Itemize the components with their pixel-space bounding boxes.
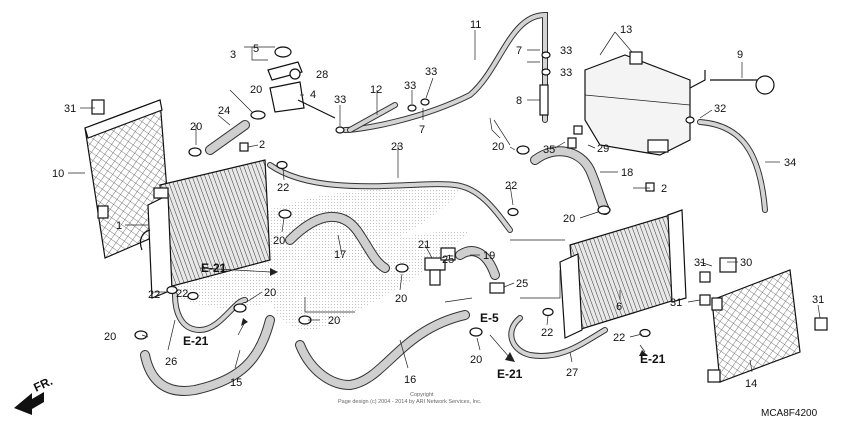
callout-20c: 20	[273, 235, 285, 247]
callout-22c: 22	[541, 327, 553, 339]
callout-20h: 20	[328, 315, 340, 327]
right-radiator-guard	[707, 269, 801, 383]
clamps	[134, 51, 828, 340]
callout-12: 12	[370, 84, 382, 96]
callout-21: 21	[418, 239, 430, 251]
reference-labels: E-21 E-21 E-5 E-21 E-21	[183, 261, 666, 381]
callout-31: 31	[64, 103, 76, 115]
callout-32: 32	[714, 103, 726, 115]
reference-arrows	[199, 267, 648, 362]
callout-33d: 33	[560, 45, 572, 57]
callout-24: 24	[218, 105, 230, 117]
callout-3: 3	[230, 49, 236, 61]
callout-25a: 25	[442, 254, 454, 266]
callout-2a: 2	[259, 139, 265, 151]
callout-5: 5	[253, 43, 259, 55]
callout-2b: 2	[661, 183, 667, 195]
callout-35: 35	[543, 144, 555, 156]
callout-27: 27	[566, 367, 578, 379]
left-radiator	[139, 159, 271, 299]
callout-7a: 7	[419, 124, 425, 136]
filler-neck-assembly	[267, 46, 336, 119]
callout-14: 14	[745, 378, 757, 390]
callout-15: 15	[230, 377, 242, 389]
ref-label-e5: E-5	[480, 311, 499, 325]
callout-20d: 20	[492, 141, 504, 153]
callout-22b: 22	[505, 180, 517, 192]
ref-label-e21a: E-21	[201, 261, 227, 275]
callout-22d: 22	[613, 332, 625, 344]
callout-6: 6	[616, 301, 622, 313]
callout-10: 10	[52, 168, 64, 180]
front-indicator-label: FR.	[31, 374, 54, 395]
ref-label-e21b: E-21	[183, 334, 209, 348]
ref-label-e21c: E-21	[497, 367, 523, 381]
callout-22e: 22	[148, 289, 160, 301]
callout-11: 11	[470, 19, 481, 31]
callout-29: 29	[597, 143, 609, 155]
callout-31c: 31	[670, 297, 682, 309]
callout-4: 4	[310, 89, 316, 101]
sensor-and-bolt	[539, 75, 775, 116]
callout-20g: 20	[470, 354, 482, 366]
callout-20j: 20	[264, 287, 276, 299]
fittings	[424, 247, 505, 294]
leader-lines	[68, 30, 821, 373]
callout-31b: 31	[694, 257, 706, 269]
callout-19: 19	[483, 250, 495, 262]
copyright-line1: Copyright	[410, 392, 434, 398]
callout-30: 30	[740, 257, 752, 269]
callout-22f: 22	[176, 288, 188, 300]
watermark-logo	[150, 187, 470, 331]
callout-18: 18	[621, 167, 633, 179]
callout-17: 17	[334, 249, 346, 261]
callout-34: 34	[784, 157, 796, 169]
callout-22a: 22	[277, 182, 289, 194]
callout-33e: 33	[560, 67, 572, 79]
callout-33a: 33	[334, 94, 346, 106]
callout-26: 26	[165, 356, 177, 368]
callout-20b: 20	[190, 121, 202, 133]
callout-33b: 33	[404, 80, 416, 92]
copyright-line2: Page design (c) 2004 - 2014 by ARI Netwo…	[338, 399, 482, 405]
diagram-code: MCA8F4200	[761, 408, 818, 419]
callout-25b: 25	[516, 278, 528, 290]
callout-8: 8	[516, 95, 522, 107]
callout-1: 1	[116, 220, 122, 232]
reserve-tank	[584, 51, 706, 156]
right-radiator	[559, 209, 687, 339]
ref-label-e21d: E-21	[640, 352, 666, 366]
callout-20e: 20	[563, 213, 575, 225]
callout-20i: 20	[104, 331, 116, 343]
callout-31d: 31	[812, 294, 824, 306]
callout-13: 13	[620, 24, 632, 36]
callout-16: 16	[404, 374, 416, 386]
callout-7b: 7	[516, 45, 522, 57]
callout-33c: 33	[425, 66, 437, 78]
callout-23: 23	[391, 141, 403, 153]
callout-20a: 20	[250, 84, 262, 96]
callout-9: 9	[737, 49, 743, 61]
front-direction-indicator: FR.	[14, 374, 55, 415]
callout-labels: 31 10 1 3 5 28 4 20 24 20 2 22 20 33 12 …	[52, 19, 824, 390]
callout-20f: 20	[395, 293, 407, 305]
callout-28: 28	[316, 69, 328, 81]
